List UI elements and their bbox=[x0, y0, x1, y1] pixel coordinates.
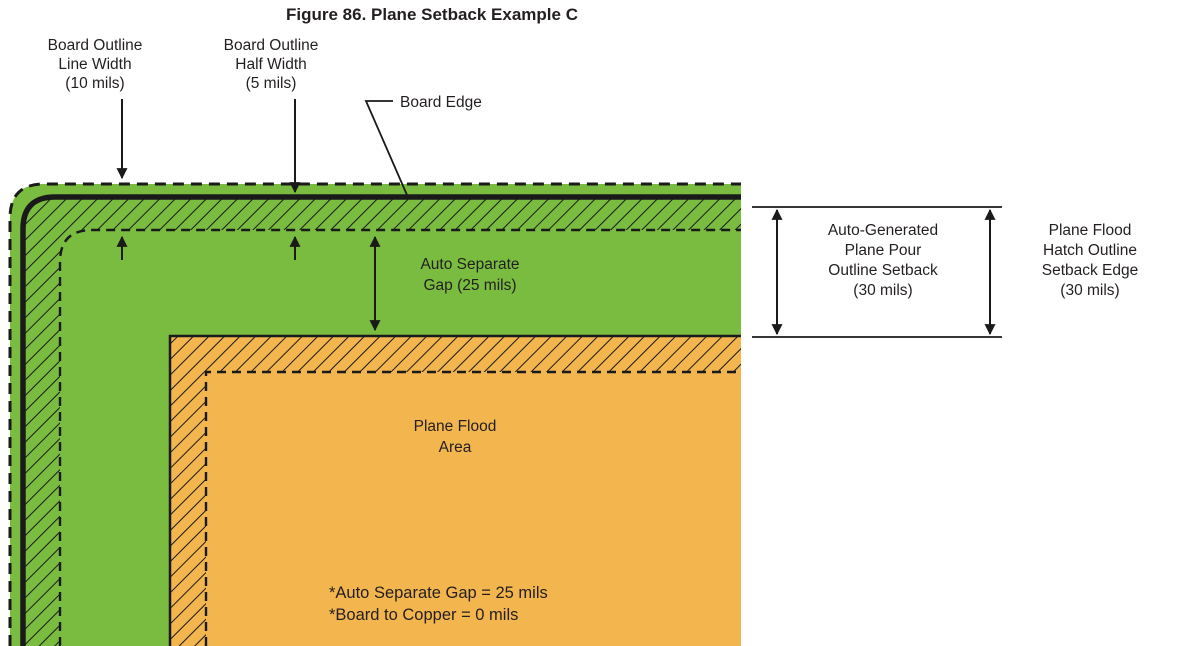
label-plane-pour-outline-setback: Outline Setback bbox=[828, 262, 938, 279]
label-board-edge: Board Edge bbox=[400, 94, 482, 111]
label-hatch-outline-setback-edge: Setback Edge bbox=[1042, 262, 1139, 279]
flood-note-board-to-copper: *Board to Copper = 0 mils bbox=[329, 606, 518, 624]
label-board-outline-line-width: Line Width bbox=[58, 56, 131, 73]
flood-hatch-band bbox=[170, 336, 741, 646]
board-edge-line bbox=[20, 194, 741, 646]
label-board-outline-half-width: Half Width bbox=[235, 56, 307, 73]
pour-setback-dashed-line bbox=[58, 228, 741, 646]
label-plane-flood-area: Plane Flood bbox=[414, 418, 497, 435]
label-auto-separate-gap: Auto Separate bbox=[420, 256, 519, 273]
label-hatch-outline-setback-edge: Hatch Outline bbox=[1043, 242, 1137, 259]
label-hatch-outline-setback-edge: Plane Flood bbox=[1049, 222, 1132, 239]
label-auto-separate-gap: Gap (25 mils) bbox=[423, 277, 516, 294]
plane-flood-region bbox=[170, 336, 741, 646]
label-board-outline-line-width: (10 mils) bbox=[65, 75, 124, 92]
board-outline-dashed-line bbox=[8, 182, 741, 646]
label-plane-pour-outline-setback: Auto-Generated bbox=[828, 222, 938, 239]
flood-note-auto-separate-gap: *Auto Separate Gap = 25 mils bbox=[329, 584, 548, 602]
board-edge-leader-line bbox=[364, 100, 408, 196]
label-plane-pour-outline-setback: (30 mils) bbox=[853, 282, 912, 299]
label-board-outline-half-width: (5 mils) bbox=[246, 75, 297, 92]
label-board-outline-half-width: Board Outline bbox=[224, 37, 319, 54]
label-plane-pour-outline-setback: Plane Pour bbox=[845, 242, 922, 259]
flood-outline-line bbox=[168, 334, 741, 646]
figure-title: Figure 86. Plane Setback Example C bbox=[286, 5, 578, 24]
flood-setback-dashed-line bbox=[204, 370, 741, 646]
label-board-outline-line-width: Board Outline bbox=[48, 37, 143, 54]
label-hatch-outline-setback-edge: (30 mils) bbox=[1060, 282, 1119, 299]
label-plane-flood-area: Area bbox=[439, 439, 472, 456]
